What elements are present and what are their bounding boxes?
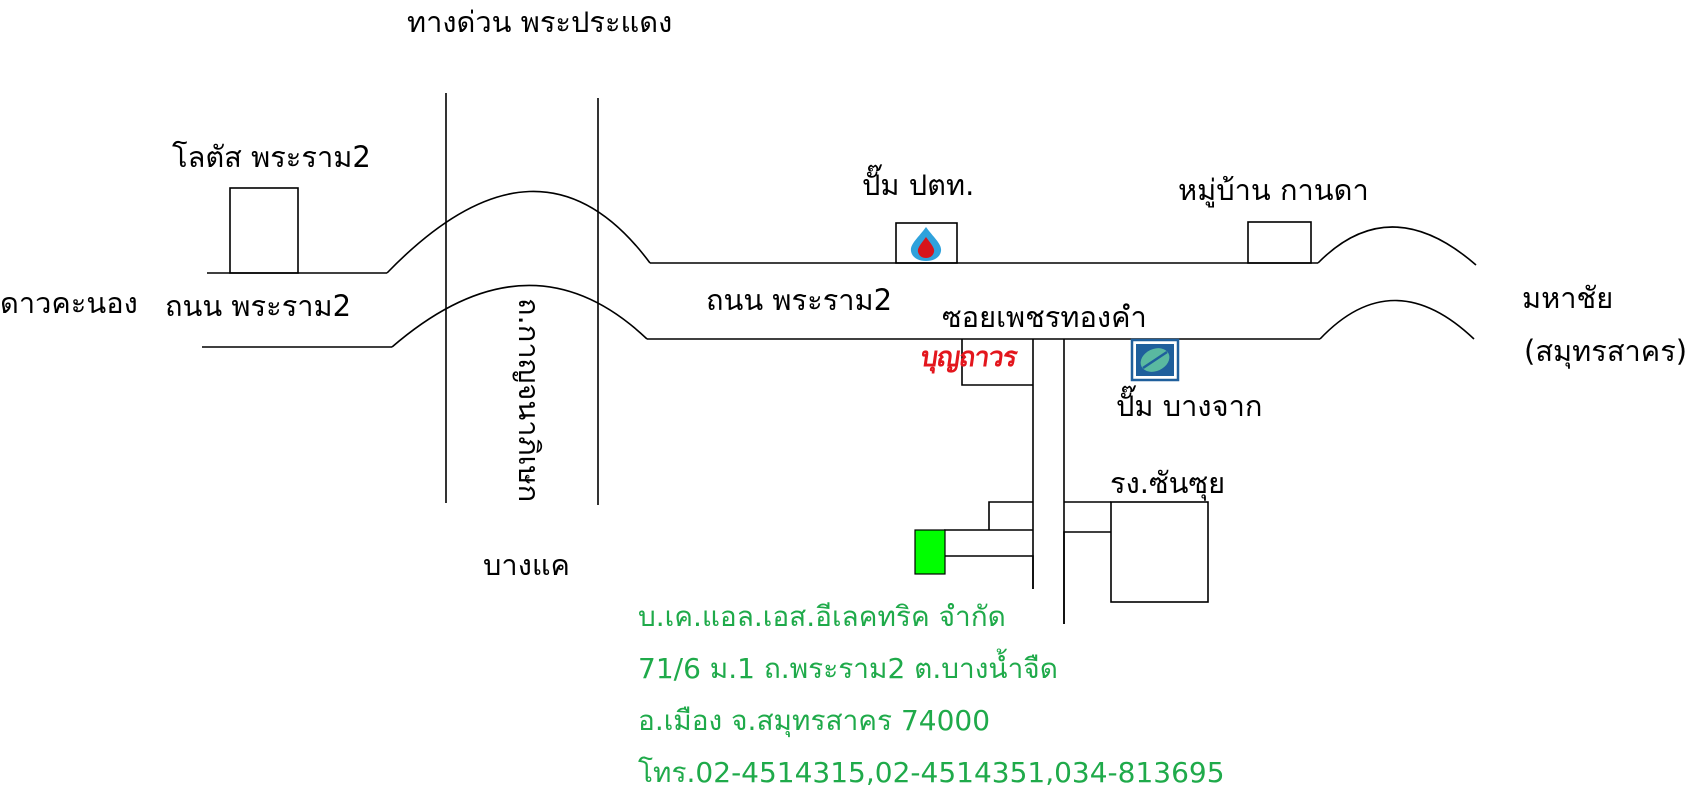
boonthavorn-logo: บุญถาวร bbox=[918, 342, 1019, 373]
label-dao-khanong: ดาวคะนอง bbox=[0, 286, 138, 320]
expressway-upper-overpass bbox=[386, 190, 651, 274]
sunsui-factory bbox=[1110, 501, 1209, 603]
label-sunsui-factory: รง.ซันซุย bbox=[1110, 466, 1226, 500]
soi-right-lower bbox=[1063, 531, 1111, 624]
expressway-lower-overpass bbox=[391, 284, 648, 348]
kanda-upper-arc bbox=[1317, 226, 1477, 266]
label-soi-phet: ซอยเพชรทองคำ bbox=[942, 300, 1147, 334]
label-rama2-left: ถนน พระราม2 bbox=[165, 289, 352, 323]
ptt-station bbox=[895, 222, 958, 264]
address-line-2: อ.เมือง จ.สมุทรสาคร 74000 bbox=[638, 704, 991, 737]
company-location-marker bbox=[914, 529, 946, 575]
label-ptt-pump: ปั๊ม ปตท. bbox=[862, 168, 975, 202]
label-kanda-village: หมู่บ้าน กานดา bbox=[1178, 173, 1369, 207]
bangchak-logo-icon bbox=[1130, 338, 1180, 382]
boonthavorn-building bbox=[961, 339, 1033, 386]
label-kanchana-road: ถ.กาญจนาภิเษก bbox=[512, 298, 546, 503]
label-samut-sakhon: (สมุทรสาคร) bbox=[1524, 334, 1688, 368]
ptt-logo-icon bbox=[910, 227, 942, 261]
label-lotus: โลตัส พระราม2 bbox=[172, 140, 371, 174]
label-bangchak-pump: ปั๊ม บางจาก bbox=[1116, 389, 1263, 423]
address-phone: โทร.02-4514315,02-4514351,034-813695 bbox=[638, 756, 1225, 789]
label-expressway: ทางด่วน พระประแดง bbox=[407, 5, 673, 39]
kanda-village-box bbox=[1247, 221, 1312, 264]
soi-small-building bbox=[988, 501, 1033, 530]
address-company-name: บ.เค.แอล.เอส.อีเลคทริค จำกัด bbox=[638, 600, 1006, 633]
lotus-building bbox=[229, 187, 299, 274]
label-rama2-center: ถนน พระราม2 bbox=[706, 283, 893, 317]
mahachai-lower-arc bbox=[1319, 299, 1475, 340]
label-bang-khae: บางแค bbox=[483, 548, 570, 582]
company-lot-bottom bbox=[944, 555, 1034, 589]
address-line-1: 71/6 ม.1 ถ.พระราม2 ต.บางน้ำจืด bbox=[638, 652, 1058, 685]
label-mahachai: มหาชัย bbox=[1522, 281, 1614, 315]
